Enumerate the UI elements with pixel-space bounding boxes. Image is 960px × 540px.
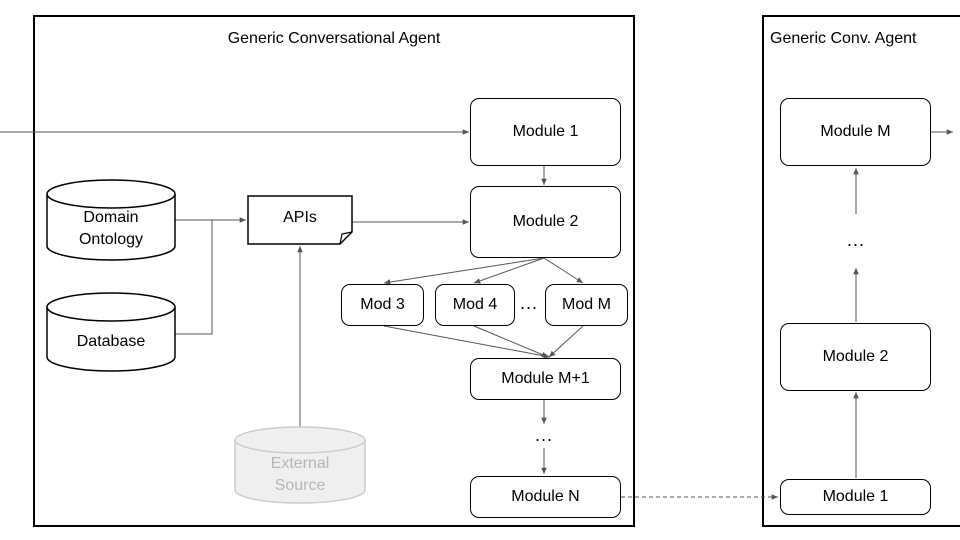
- external-source-line2: Source: [274, 477, 326, 494]
- module-2: Module 2: [470, 186, 621, 258]
- right-agent-title: Generic Conv. Agent: [770, 30, 917, 47]
- right-module-2: Module 2: [780, 323, 931, 391]
- domain-ontology-line1: Domain: [83, 209, 139, 226]
- module-1: Module 1: [470, 98, 621, 166]
- database-label: Database: [76, 333, 146, 350]
- domain-ontology-label: Domain Ontology: [47, 207, 175, 251]
- module-n: Module N: [470, 476, 621, 518]
- right-modules-ellipsis: ...: [847, 230, 866, 250]
- right-module-m: Module M: [780, 98, 931, 166]
- right-module-1: Module 1: [780, 479, 931, 515]
- mod-4: Mod 4: [435, 284, 515, 326]
- modules-ellipsis: ...: [535, 425, 554, 445]
- left-agent-title: Generic Conversational Agent: [227, 30, 441, 47]
- external-source-label: External Source: [235, 453, 365, 497]
- right-agent-frame: [762, 15, 960, 527]
- mod-m: Mod M: [545, 284, 628, 326]
- mods-ellipsis: ...: [520, 293, 539, 313]
- apis-label: APIs: [283, 209, 317, 226]
- module-m-plus-1: Module M+1: [470, 358, 621, 400]
- left-agent-frame: [33, 15, 635, 527]
- external-source-line1: External: [270, 455, 330, 472]
- mod-3: Mod 3: [341, 284, 424, 326]
- domain-ontology-line2: Ontology: [78, 231, 144, 248]
